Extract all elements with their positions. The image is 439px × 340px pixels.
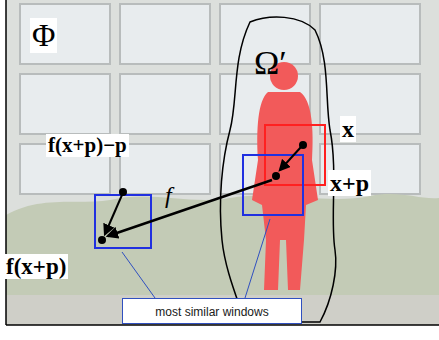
point-label: f(x+p)−p bbox=[46, 134, 129, 157]
point-label: x bbox=[340, 116, 356, 142]
leader-line bbox=[245, 219, 270, 298]
leader-line bbox=[122, 252, 155, 298]
similar-window bbox=[95, 195, 151, 248]
point bbox=[98, 236, 106, 244]
similar-window bbox=[243, 155, 303, 215]
ground bbox=[6, 295, 439, 325]
region-symbol: Ω′ bbox=[252, 44, 289, 81]
person-silhouette bbox=[252, 62, 318, 290]
point bbox=[272, 172, 280, 180]
frame-line bbox=[6, 324, 439, 326]
mapping-label: f bbox=[163, 182, 174, 208]
point bbox=[119, 188, 127, 196]
point-label: x+p bbox=[328, 170, 371, 196]
callout-text: most similar windows bbox=[131, 305, 293, 319]
point-label: f(x+p) bbox=[4, 254, 68, 279]
callout-box: most similar windows bbox=[122, 298, 302, 324]
region-outline bbox=[220, 17, 335, 322]
space-symbol: Φ bbox=[30, 18, 57, 53]
mapping-arrow bbox=[108, 180, 272, 236]
offset-arrow bbox=[105, 195, 122, 234]
photo-ground bbox=[6, 0, 439, 325]
point bbox=[299, 141, 307, 149]
offset-arrow bbox=[280, 147, 301, 170]
building-windows bbox=[20, 4, 420, 194]
